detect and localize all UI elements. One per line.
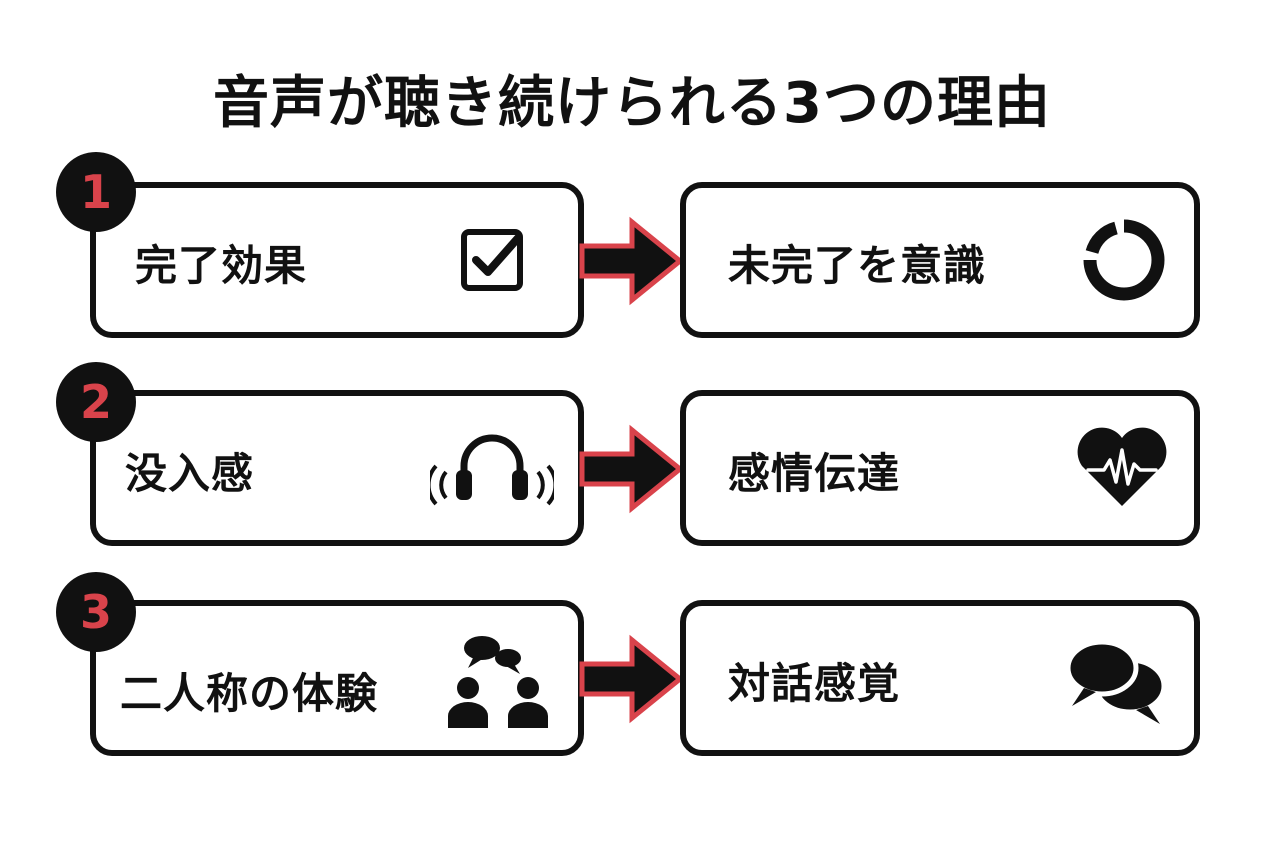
heartbeat-icon	[1077, 427, 1167, 506]
row-1-right-box	[680, 182, 1200, 338]
row-1-number: 1	[79, 165, 112, 219]
row-3-right-label: 対話感覚	[728, 659, 901, 708]
row-2-right-label: 感情伝達	[728, 449, 901, 498]
incomplete-ring-icon	[1083, 219, 1165, 301]
row-1-arrow-icon	[579, 216, 684, 306]
row-3-left-label: 二人称の体験	[120, 669, 379, 718]
headphones-icon	[430, 434, 554, 506]
row-2-arrow-icon	[579, 424, 684, 514]
row-1-right-label: 未完了を意識	[728, 241, 987, 290]
row-1-left-label: 完了効果	[135, 241, 308, 290]
row-3-left-box	[90, 600, 584, 756]
row-3-number: 3	[79, 585, 112, 639]
checkbox-icon	[461, 229, 523, 291]
row-2-number: 2	[79, 375, 112, 429]
row-2-left-label: 没入感	[125, 449, 255, 498]
speech-bubbles-icon	[1065, 639, 1167, 724]
row-3-number-badge: 3	[56, 572, 136, 652]
row-2-number-badge: 2	[56, 362, 136, 442]
row-3-arrow-icon	[579, 634, 684, 724]
people-conversation-icon	[448, 636, 548, 728]
diagram-title: 音声が聴き続けられる3つの理由	[213, 71, 1051, 136]
row-1-number-badge: 1	[56, 152, 136, 232]
